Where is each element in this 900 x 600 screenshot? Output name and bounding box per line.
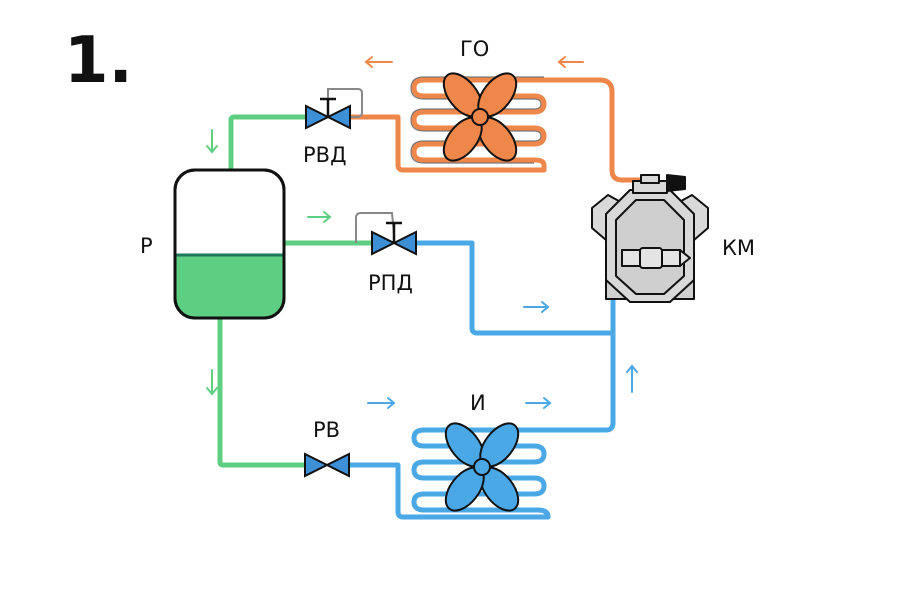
suction-line-from-rpd <box>411 240 616 336</box>
condenser-coil-outline <box>410 76 544 164</box>
rv-valve-icon <box>304 452 350 478</box>
arrow-icon <box>626 364 638 393</box>
receiver-label: Р <box>140 234 153 258</box>
condenser-coil <box>411 77 603 173</box>
liquid-line-top <box>228 114 311 175</box>
condenser-label: ГО <box>460 37 489 61</box>
suction-line-to-evaporator <box>343 462 551 520</box>
arrow-icon <box>525 397 552 409</box>
arrow-icon <box>367 397 396 409</box>
arrow-icon <box>364 56 393 68</box>
evaporator-fan-icon <box>444 422 520 512</box>
arrow-icon <box>307 211 332 223</box>
rpd-label: РПД <box>368 271 413 295</box>
hot-gas-line-from-compressor <box>597 77 643 183</box>
compressor-icon <box>591 174 709 303</box>
liquid-line-bottom <box>217 315 311 468</box>
evaporator-coil <box>411 427 551 520</box>
receiver-tank-icon <box>173 168 286 320</box>
arrow-icon <box>523 301 550 313</box>
condenser-fan-icon <box>442 72 518 162</box>
evaporator-label: И <box>470 391 486 415</box>
compressor-label: КМ <box>722 236 755 260</box>
pipes <box>217 77 643 520</box>
figure-number: 1. <box>64 24 133 98</box>
rpd-valve-icon <box>355 212 417 256</box>
expansion-valve-label: РВ <box>313 418 340 442</box>
rvd-label: РВД <box>303 143 346 167</box>
hot-gas-line-to-valve <box>345 114 547 173</box>
arrow-icon <box>206 369 218 396</box>
arrow-icon <box>206 129 218 154</box>
flow-arrows <box>206 56 638 409</box>
rvd-valve-icon <box>305 88 363 130</box>
arrow-icon <box>557 56 584 68</box>
